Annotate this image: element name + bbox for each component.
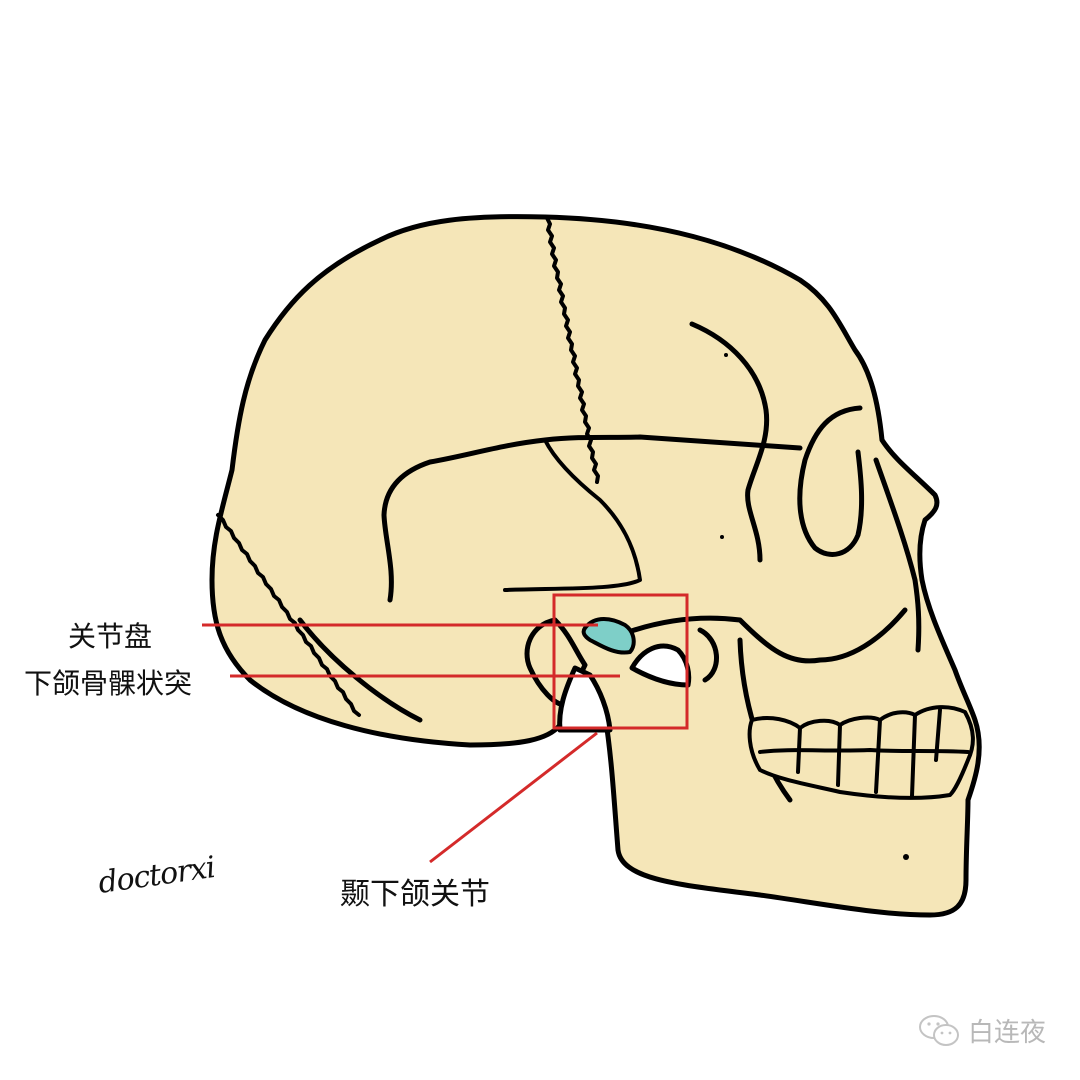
mental-foramen xyxy=(903,854,909,860)
temporal-squama-border xyxy=(381,434,803,603)
lambdoid-suture xyxy=(216,513,361,717)
leader-line-tmj xyxy=(429,731,598,864)
nasal-bone xyxy=(873,457,922,653)
watermark: 白连夜 xyxy=(918,1012,1046,1049)
temporal-line xyxy=(689,321,770,563)
tmj-highlight-box xyxy=(552,593,689,730)
articular-disc-shape xyxy=(581,617,636,655)
zygomatic-foramen xyxy=(720,535,724,539)
skull-outline xyxy=(209,214,982,918)
cranial-dot xyxy=(724,353,728,357)
label-temporomandibular-joint: 颞下颌关节 xyxy=(340,877,490,912)
annotation-lines xyxy=(202,593,689,864)
label-mandibular-condyle: 下颌骨髁状突 xyxy=(24,667,193,700)
squamous-suture xyxy=(503,438,642,592)
orbit xyxy=(797,405,865,557)
zygomatic-arch xyxy=(617,607,908,664)
wechat-icon xyxy=(919,1014,959,1046)
condyle-gap xyxy=(557,665,613,733)
skull xyxy=(209,214,982,918)
masseter-line xyxy=(697,627,719,683)
watermark-text: 白连夜 xyxy=(968,1018,1047,1048)
label-articular-disc: 关节盘 xyxy=(68,620,153,653)
teeth xyxy=(747,705,975,800)
